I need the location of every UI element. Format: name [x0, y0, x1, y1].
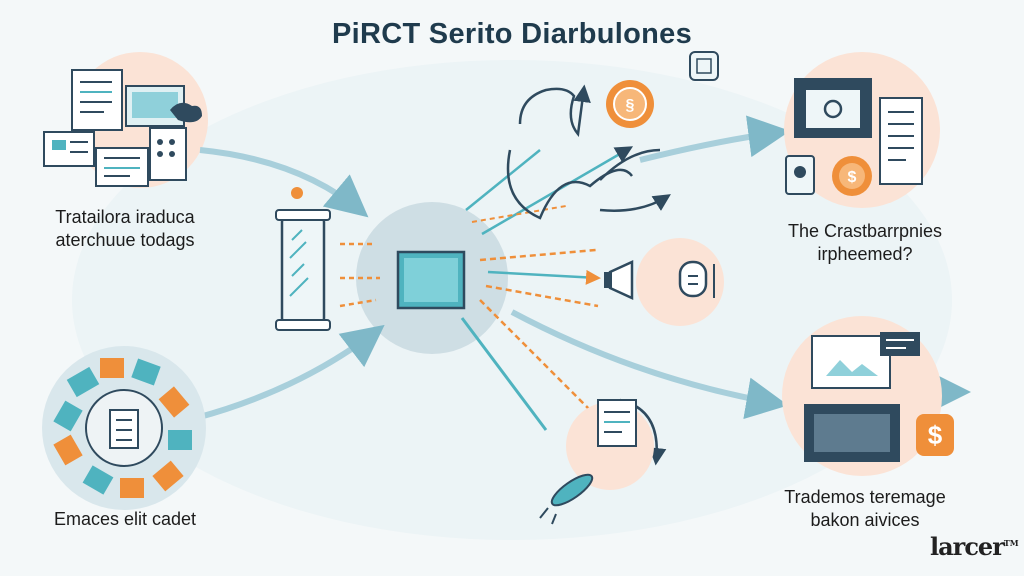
- caption-bottom-left-line1: Emaces elit cadet: [53, 509, 197, 529]
- caption-bottom-right-line2: bakon aivices: [810, 510, 920, 530]
- caption-top-left: Tratailora iraduca aterchuue todags: [20, 206, 230, 252]
- clock-icon: [678, 260, 708, 298]
- caption-top-right-line1: The Crastbarrpnies: [787, 221, 943, 241]
- svg-text:$: $: [928, 420, 943, 450]
- diagram-title: PiRCT Serito Diarbulones: [331, 18, 693, 50]
- chat-bubble-icon: [880, 332, 920, 356]
- laptop-icon: [804, 404, 900, 462]
- node-bottom-middle: [539, 399, 654, 525]
- checklist-icon: [275, 187, 331, 331]
- people-circle-icon: [53, 358, 192, 498]
- central-hub: [356, 202, 508, 354]
- computer-screen-icon: [794, 78, 872, 138]
- node-top-left-documents: [43, 52, 208, 188]
- node-megaphone: [604, 238, 724, 326]
- node-bottom-left: [42, 346, 206, 510]
- document-stack-icon: [879, 97, 923, 185]
- caption-bottom-right: Trademos teremage bakon aivices: [760, 486, 970, 532]
- brand-logo: larcerTM: [930, 532, 1019, 561]
- dollar-coin-icon: $: [832, 156, 872, 196]
- wallet-icon: [689, 51, 719, 81]
- rocket-icon: [539, 473, 594, 525]
- coin-icon: §: [606, 80, 654, 128]
- monitor-icon: [125, 85, 202, 181]
- caption-top-left-line2: aterchuue todags: [55, 230, 195, 250]
- svg-text:§: §: [626, 97, 635, 114]
- trademark-mark: TM: [1003, 538, 1019, 548]
- svg-text:$: $: [848, 169, 857, 186]
- caption-bottom-right-line1: Trademos teremage: [784, 487, 946, 507]
- caption-top-left-line1: Tratailora iraduca: [55, 207, 195, 227]
- megaphone-icon: [604, 260, 634, 300]
- documents-icon: [43, 69, 149, 187]
- passport-icon: [785, 155, 815, 195]
- background-wash: [72, 60, 952, 540]
- node-top-right: $: [689, 51, 940, 208]
- image-screen-icon: [811, 335, 891, 389]
- caption-bottom-left: Emaces elit cadet: [20, 508, 230, 531]
- report-document-icon: [597, 399, 637, 447]
- dollar-icon: $: [916, 414, 954, 456]
- caption-top-right-line2: irpheemed?: [817, 244, 913, 264]
- caption-top-right: The Crastbarrpnies irpheemed?: [760, 220, 970, 266]
- node-bottom-right: $: [782, 316, 954, 476]
- brand-logo-text: larcer: [930, 532, 1005, 561]
- building-icon: [109, 409, 139, 449]
